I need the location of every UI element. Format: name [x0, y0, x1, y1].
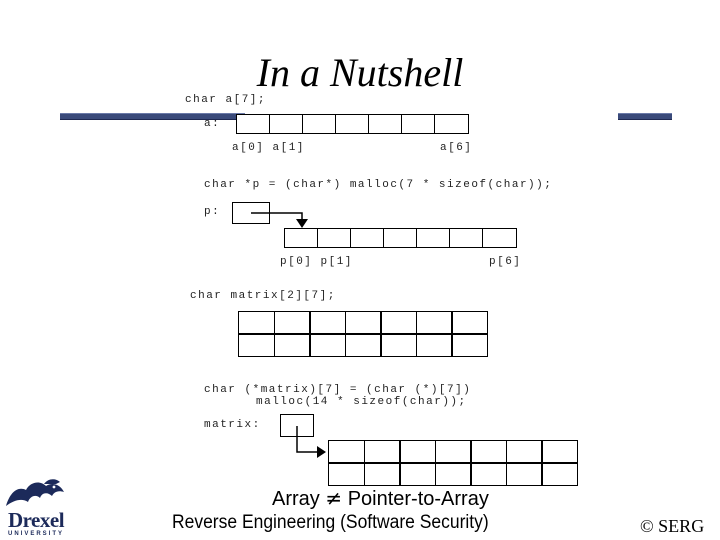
matrix-declaration: char matrix[2][7]; — [190, 290, 336, 302]
matrix-pointer-declaration-line2: malloc(14 * sizeof(char)); — [256, 396, 467, 408]
matrix-pointer-cell — [470, 462, 507, 486]
slide-title: In a Nutshell — [256, 50, 464, 95]
matrix-pointer-cell — [363, 440, 401, 464]
pointer-cells — [284, 228, 517, 248]
caption-array: Array — [272, 488, 320, 510]
matrix-cell — [273, 311, 311, 335]
logo-subtitle: UNIVERSITY — [7, 531, 64, 537]
matrix-cell — [344, 333, 382, 357]
slide-footer: Reverse Engineering (Software Security) — [172, 512, 489, 533]
matrix-cell — [273, 333, 311, 357]
matrix-cell — [380, 311, 417, 335]
matrix-pointer-cell — [328, 440, 365, 464]
matrix-pointer-cell — [434, 440, 472, 464]
matrix-pointer-label: matrix: — [204, 419, 261, 431]
array-label: a: — [204, 118, 221, 130]
matrix-pointer-cell — [505, 462, 543, 486]
slide-caption: Array ≠ Pointer-to-Array — [272, 486, 489, 511]
array-cell — [434, 114, 469, 134]
pointer-label: p: — [204, 206, 221, 218]
matrix-cell — [344, 311, 382, 335]
matrix-pointer-cell — [363, 462, 401, 486]
matrix-cell — [380, 333, 417, 357]
matrix-cell — [451, 333, 488, 357]
matrix-cell — [238, 333, 275, 357]
pointer-cell — [482, 228, 517, 248]
array-index-right: a[6] — [440, 142, 473, 154]
matrix-pointer-declaration-line1: char (*matrix)[7] = (char (*)[7]) — [204, 384, 472, 396]
caption-not-equal-symbol: ≠ — [325, 486, 343, 510]
pointer-arrow-head — [296, 219, 308, 228]
matrix-pointer-arrow-head — [317, 446, 326, 458]
matrix-cell — [309, 333, 346, 357]
pointer-declaration: char *p = (char*) malloc(7 * sizeof(char… — [204, 179, 553, 191]
matrix-cell — [415, 311, 453, 335]
matrix-cell — [415, 333, 453, 357]
matrix-pointer-cell — [505, 440, 543, 464]
matrix-pointer-cell — [541, 462, 578, 486]
matrix-pointer-grid — [328, 440, 578, 486]
matrix-cell — [451, 311, 488, 335]
matrix-cell — [309, 311, 346, 335]
matrix-pointer-arrow-line — [296, 426, 320, 453]
title-rule-right — [618, 113, 672, 120]
logo-wordmark: Drexel — [7, 508, 65, 532]
matrix-pointer-cell — [399, 462, 436, 486]
array-cells — [236, 114, 469, 134]
array-index-left: a[0] a[1] — [232, 142, 305, 154]
matrix-cell — [238, 311, 275, 335]
matrix-pointer-cell — [541, 440, 578, 464]
drexel-logo: Drexel UNIVERSITY — [0, 478, 72, 540]
pointer-index-left: p[0] p[1] — [280, 256, 353, 268]
matrix-pointer-cell — [328, 462, 365, 486]
title-rule-left — [60, 113, 245, 120]
pointer-index-right: p[6] — [489, 256, 522, 268]
dragon-icon — [6, 479, 64, 506]
matrix-pointer-cell — [434, 462, 472, 486]
caption-pointer-to-array: Pointer-to-Array — [347, 488, 489, 510]
matrix-grid — [238, 311, 488, 357]
matrix-pointer-cell — [399, 440, 436, 464]
copyright: © SERG — [640, 516, 705, 536]
array-declaration: char a[7]; — [185, 94, 267, 106]
matrix-pointer-cell — [470, 440, 507, 464]
